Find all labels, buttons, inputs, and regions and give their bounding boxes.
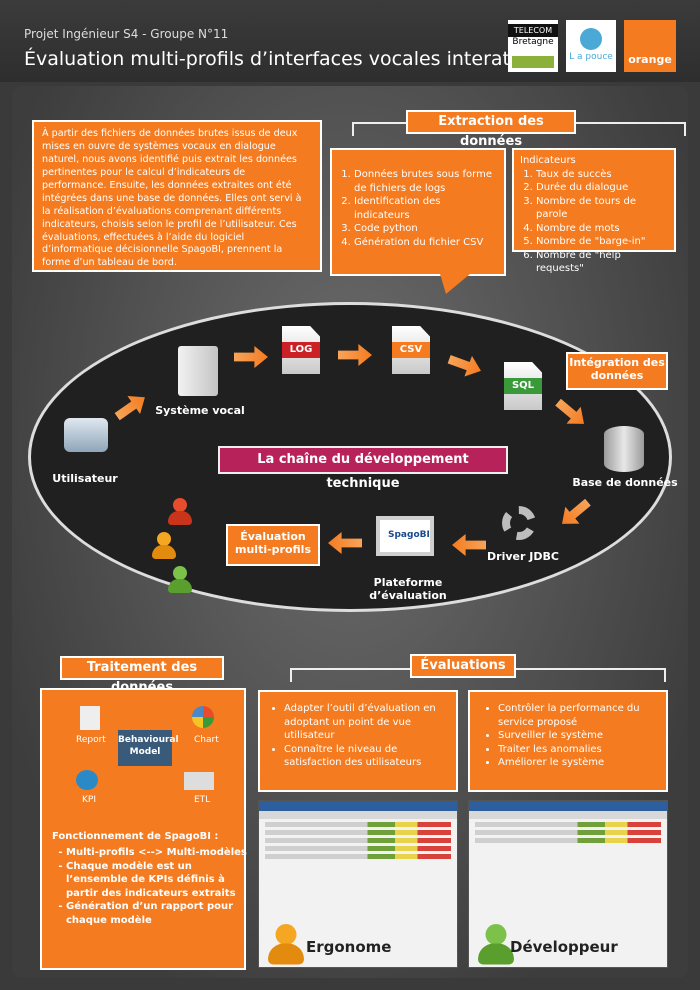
phone-icon: [64, 418, 108, 452]
indicators-title: Indicateurs: [520, 155, 576, 166]
platform-label: Plateforme d’évaluation: [369, 576, 447, 602]
intro-text: À partir des fichiers de données brutes …: [42, 128, 302, 269]
spago-item: Génération d’un rapport pour chaque modè…: [66, 900, 252, 927]
eval-right-item: Contrôler la performance du service prop…: [498, 702, 658, 729]
server-icon: [178, 346, 218, 396]
extraction-steps: Données brutes sous forme de fichiers de…: [338, 168, 498, 249]
spago-list: Multi-profils <--> Multi-modèles Chaque …: [50, 846, 252, 927]
orange-logo: orange: [624, 20, 676, 72]
extraction-heading: Extraction des données: [406, 110, 576, 149]
spago-title: Fonctionnement de SpagoBI :: [52, 831, 219, 842]
user-orange-icon: [152, 532, 176, 559]
indicator-item: Nombre de "barge-in": [536, 235, 668, 249]
indicator-item: Nombre de "help requests": [536, 249, 668, 276]
header: Projet Ingénieur S4 - Groupe N°11 Évalua…: [0, 0, 700, 82]
eval-right-item: Surveiller le système: [498, 729, 658, 743]
bird-icon: [580, 28, 602, 50]
database-icon: [604, 426, 644, 472]
eval-left-list: Adapter l’outil d’évaluation en adoptant…: [268, 702, 448, 770]
intro-text-box: À partir des fichiers de données brutes …: [32, 120, 322, 272]
user-red-icon: [168, 498, 192, 525]
indicator-item: Durée du dialogue: [536, 181, 668, 195]
developpeur-label: Développeur: [510, 938, 618, 956]
pie-chart-icon: [192, 706, 214, 728]
page-title: Évaluation multi-profils d’interfaces vo…: [24, 48, 549, 70]
report-label: Report: [76, 735, 106, 745]
eval-left-item: Adapter l’outil d’évaluation en adoptant…: [284, 702, 448, 743]
extraction-steps-box: Données brutes sous forme de fichiers de…: [330, 148, 506, 276]
eval-right-list: Contrôler la performance du service prop…: [482, 702, 658, 770]
indicator-item: Taux de succès: [536, 168, 668, 182]
database-label: Base de données: [572, 476, 678, 489]
indicator-item: Nombre de tours de parole: [536, 195, 668, 222]
indicator-item: Nombre de mots: [536, 222, 668, 236]
sql-file-icon: SQL: [504, 362, 542, 410]
gear-icon: [502, 506, 536, 540]
spago-item: Chaque modèle est un l’ensemble de KPIs …: [66, 860, 252, 901]
ergonome-avatar-icon: [268, 924, 304, 965]
eval-right-item: Traiter les anomalies: [498, 743, 658, 757]
eval-left-box: Adapter l’outil d’évaluation en adoptant…: [258, 690, 458, 792]
kpi-label: KPI: [82, 795, 96, 805]
step-item: Code python: [354, 222, 498, 236]
voice-system-label: Système vocal: [155, 404, 245, 417]
eval-right-item: Améliorer le système: [498, 756, 658, 770]
etl-label: ETL: [194, 795, 211, 805]
chain-title: La chaîne du développement technique: [218, 446, 508, 491]
integration-label: Intégration des données: [566, 352, 668, 390]
monitor-icon: SpagoBI: [376, 516, 434, 556]
etl-truck-icon: [184, 772, 214, 790]
project-subtitle: Projet Ingénieur S4 - Groupe N°11: [24, 27, 229, 41]
lab-logo: L a pouce: [566, 20, 616, 72]
step-item: Génération du fichier CSV: [354, 236, 498, 250]
ergonome-dashboard-screenshot: [258, 800, 458, 968]
traitement-heading: Traitement des données: [60, 656, 224, 695]
ergonome-label: Ergonome: [306, 938, 392, 956]
eval-left-item: Connaître le niveau de satisfaction des …: [284, 743, 448, 770]
behavioural-model-node: Behavioural Model: [118, 730, 179, 766]
step-item: Données brutes sous forme de fichiers de…: [354, 168, 498, 195]
step-item: Identification des indicateurs: [354, 195, 498, 222]
indicators-box: Indicateurs Taux de succès Durée du dial…: [512, 148, 676, 274]
spago-item: Multi-profils <--> Multi-modèles: [66, 846, 252, 860]
indicators-list: Taux de succès Durée du dialogue Nombre …: [520, 168, 668, 276]
report-icon: [80, 706, 100, 730]
csv-file-icon: CSV: [392, 326, 430, 374]
traitement-box: Behavioural Model Report Chart KPI ETL F…: [40, 688, 247, 970]
eval-profiles-label: Évaluation multi-profils: [226, 524, 320, 566]
kpi-icon: [76, 770, 98, 790]
user-green-icon: [168, 566, 192, 593]
user-label: Utilisateur: [52, 472, 118, 485]
log-file-icon: LOG: [282, 326, 320, 374]
evaluations-heading: Évaluations: [410, 654, 516, 678]
telecom-bretagne-logo: TELECOM Bretagne: [508, 20, 558, 72]
developpeur-avatar-icon: [478, 924, 514, 965]
chart-label: Chart: [194, 735, 219, 745]
eval-right-box: Contrôler la performance du service prop…: [468, 690, 668, 792]
jdbc-label: Driver JDBC: [487, 550, 559, 563]
